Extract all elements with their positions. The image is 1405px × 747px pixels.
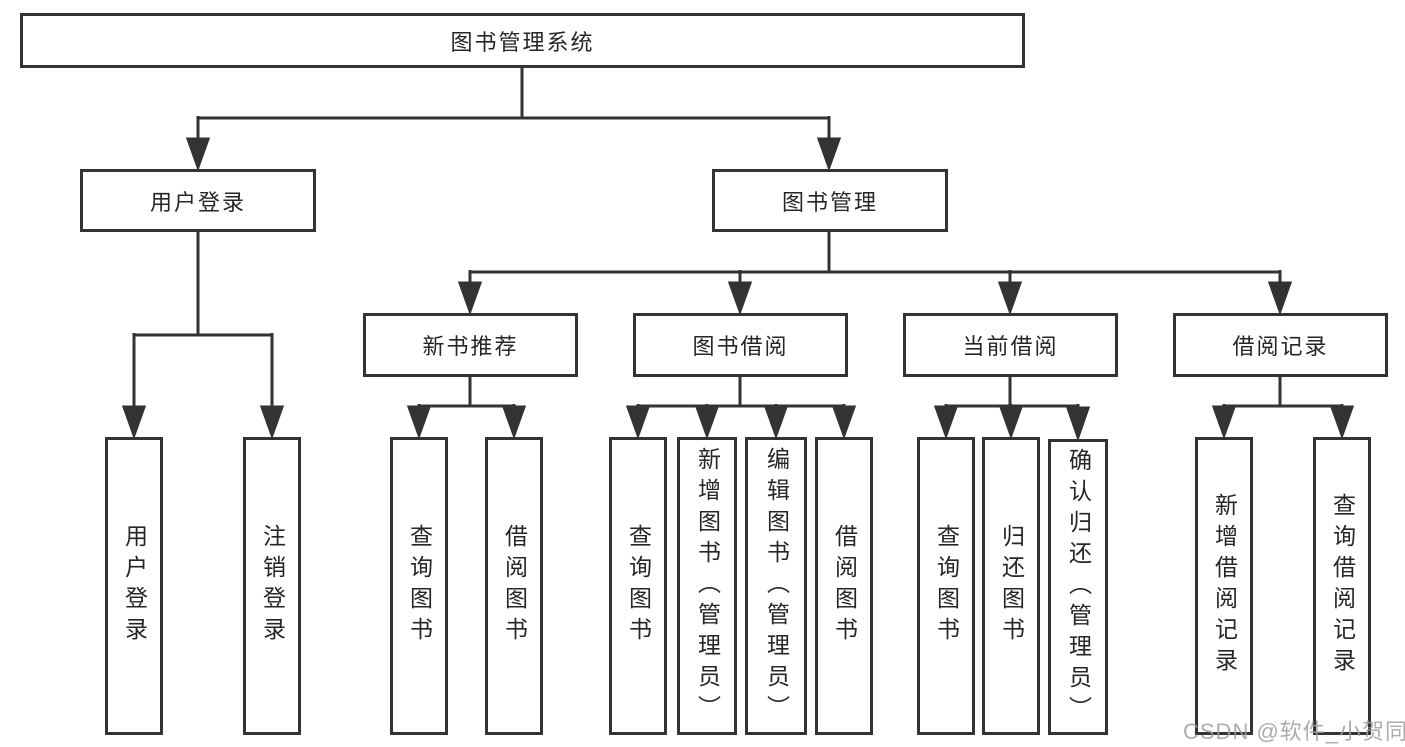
node-user-login: 用户登录 bbox=[80, 169, 316, 232]
leaf-user-login: 用户登录 bbox=[105, 437, 163, 735]
arrowhead bbox=[1329, 405, 1355, 440]
arrowhead bbox=[457, 281, 483, 316]
leaf-borrow-books: 借阅图书 bbox=[485, 437, 543, 735]
arrowhead bbox=[933, 405, 959, 440]
arrowhead bbox=[831, 405, 857, 440]
leaf-add-books-admin: 新增图书（管理员） bbox=[677, 437, 737, 735]
arrowhead bbox=[501, 405, 527, 440]
node-system-root: 图书管理系统 bbox=[20, 13, 1025, 68]
leaf-confirm-return-admin: 确认归还（管理员） bbox=[1048, 439, 1108, 735]
leaf-edit-books-admin: 编辑图书（管理员） bbox=[745, 437, 807, 735]
arrowhead bbox=[997, 281, 1023, 316]
arrowhead bbox=[816, 137, 842, 172]
leaf-return-books: 归还图书 bbox=[982, 437, 1040, 735]
arrowhead bbox=[694, 405, 720, 440]
arrowhead bbox=[625, 405, 651, 440]
connector-new-book-rec-to-leaves bbox=[406, 377, 527, 440]
leaf-logout: 注销登录 bbox=[243, 437, 301, 735]
arrowhead bbox=[259, 405, 285, 440]
connector-book-borrow-to-leaves bbox=[625, 377, 857, 440]
arrowhead bbox=[1065, 406, 1091, 442]
node-borrow-records: 借阅记录 bbox=[1173, 313, 1388, 377]
node-new-book-recommend: 新书推荐 bbox=[363, 313, 578, 377]
arrowhead bbox=[121, 405, 147, 440]
node-current-borrow: 当前借阅 bbox=[903, 313, 1118, 377]
connector-book-mgmt-to-level3 bbox=[457, 232, 1293, 316]
connector-user-login-to-leaves bbox=[121, 232, 285, 440]
leaf-borrow-books: 借阅图书 bbox=[815, 437, 873, 735]
connector-borrow-records-to-leaves bbox=[1211, 377, 1355, 440]
arrowhead bbox=[998, 405, 1024, 440]
arrowhead bbox=[406, 405, 432, 440]
leaf-query-borrow-record: 查询借阅记录 bbox=[1313, 437, 1371, 735]
node-book-management: 图书管理 bbox=[712, 169, 948, 232]
leaf-query-books: 查询图书 bbox=[917, 437, 975, 735]
connector-root-to-level2 bbox=[185, 68, 842, 172]
leaf-query-books: 查询图书 bbox=[390, 437, 448, 735]
arrowhead bbox=[727, 281, 753, 316]
leaf-query-books: 查询图书 bbox=[609, 437, 667, 735]
arrowhead bbox=[1211, 405, 1237, 440]
arrowhead bbox=[185, 137, 211, 172]
csdn-watermark: CSDN @软件_小贺同学 bbox=[1183, 719, 1405, 744]
arrowhead bbox=[1267, 281, 1293, 316]
node-book-borrow: 图书借阅 bbox=[633, 313, 848, 377]
leaf-add-borrow-record: 新增借阅记录 bbox=[1195, 437, 1253, 735]
connector-current-borrow-to-leaves bbox=[933, 377, 1091, 442]
arrowhead bbox=[763, 405, 789, 440]
